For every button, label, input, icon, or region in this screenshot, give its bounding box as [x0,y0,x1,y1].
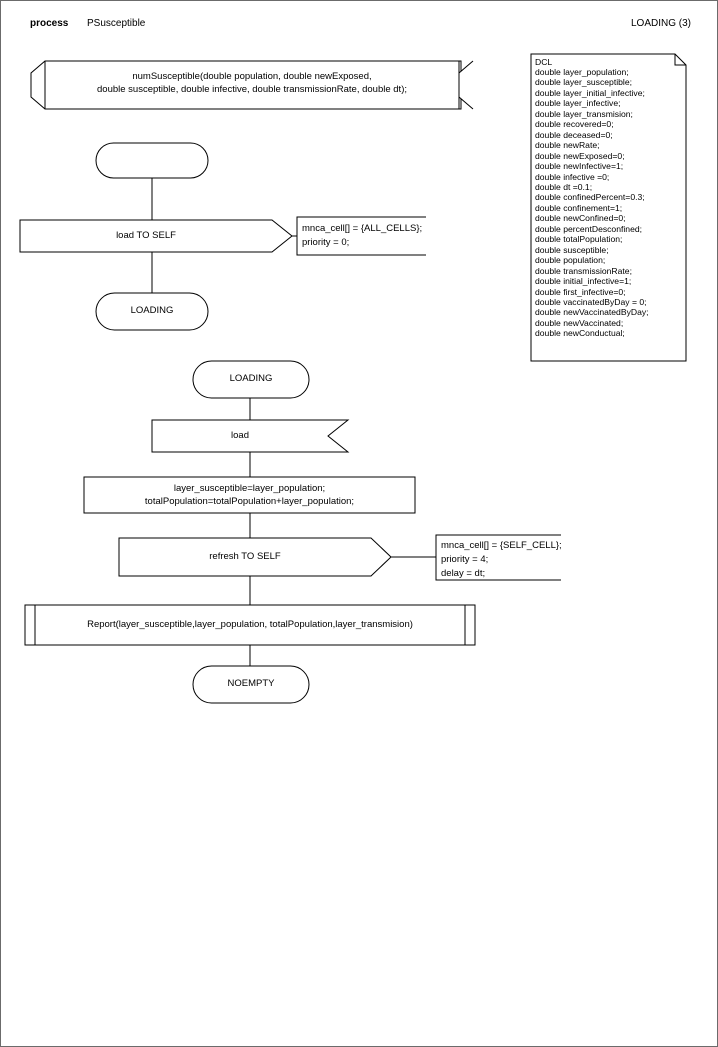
state-start-shape [95,142,209,179]
task-statement-shape [83,476,416,514]
comment-load-shape [292,216,426,256]
state-loading-shape [95,292,209,331]
dcl-note-shape [530,53,687,362]
header-process-name: PSusceptible [87,18,146,29]
output-load-shape [19,219,293,253]
input-load-shape [151,419,350,453]
state-loading2-shape [192,360,310,399]
header-page-reference: LOADING (3) [630,18,691,29]
state-noempty-shape [192,665,310,704]
procedure-call-shape [24,604,476,646]
dcl-declaration-list: double layer_population; double layer_su… [535,67,649,339]
procedure-signature-shape [30,60,474,110]
header-kind: process [30,18,69,29]
comment-refresh-shape [391,534,561,581]
dcl-title: DCL [535,57,553,67]
output-refresh-shape [118,537,392,577]
